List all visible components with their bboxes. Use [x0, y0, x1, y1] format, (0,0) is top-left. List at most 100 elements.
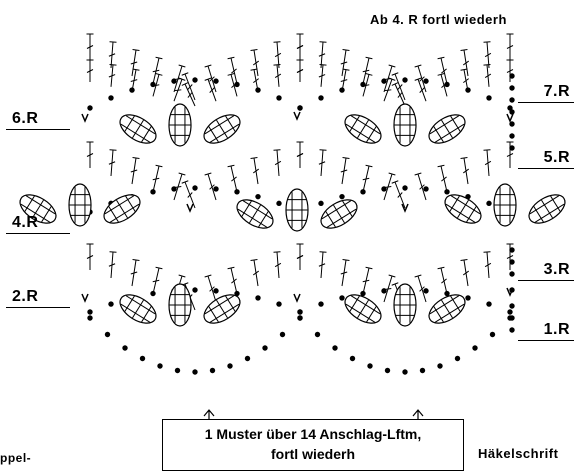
puff-stitch-symbol	[393, 283, 417, 327]
chain-dot	[486, 301, 492, 307]
chain-dot	[509, 97, 515, 103]
chain-dot	[339, 193, 345, 200]
double-crochet-symbol	[296, 33, 304, 60]
double-crochet-symbol	[273, 63, 282, 87]
chain-dot	[213, 186, 219, 192]
double-crochet-symbol	[506, 33, 514, 60]
double-crochet-symbol	[391, 72, 406, 101]
increase-symbol	[506, 287, 514, 297]
puff-stitch-symbol	[203, 114, 241, 144]
chain-dot	[255, 193, 261, 200]
chain-dot	[360, 81, 366, 88]
puff-stitch-symbol	[19, 194, 57, 224]
double-crochet-symbol	[483, 251, 492, 279]
row-label-5: 5.R	[518, 149, 574, 169]
chain-dot	[423, 78, 429, 84]
puff-stitch-symbol	[428, 294, 466, 324]
chain-dot	[171, 78, 177, 84]
double-crochet-symbol	[506, 59, 514, 82]
chain-dot	[339, 295, 345, 301]
increase-symbol	[81, 113, 89, 123]
chain-dot	[402, 185, 408, 191]
chain-dot	[444, 81, 450, 88]
chain-dot	[402, 369, 408, 375]
chain-dot	[318, 200, 324, 207]
double-crochet-symbol	[340, 258, 350, 287]
double-crochet-symbol	[250, 156, 260, 185]
chain-dot	[509, 85, 515, 91]
double-crochet-symbol	[460, 156, 470, 185]
chain-dot	[381, 288, 387, 294]
chain-dot	[255, 87, 261, 93]
double-crochet-symbol	[86, 33, 94, 60]
double-crochet-symbol	[318, 149, 327, 177]
double-crochet-symbol	[296, 243, 304, 270]
double-crochet-symbol	[383, 274, 396, 303]
chain-dot	[423, 186, 429, 192]
double-crochet-symbol	[296, 59, 304, 82]
chain-dot	[381, 78, 387, 84]
double-crochet-symbol	[227, 164, 238, 193]
double-crochet-symbol	[414, 77, 427, 102]
chain-dot	[509, 303, 515, 309]
double-crochet-symbol	[130, 258, 140, 287]
chain-dot	[332, 345, 338, 351]
double-crochet-symbol	[181, 82, 196, 107]
double-crochet-symbol	[204, 77, 217, 102]
row-label-6: 6.R	[6, 110, 70, 130]
double-crochet-symbol	[152, 266, 163, 295]
double-crochet-symbol	[391, 82, 406, 107]
chain-dot	[213, 288, 219, 294]
double-crochet-symbol	[108, 63, 117, 87]
puff-stitch-symbol	[119, 294, 157, 324]
row-label-1: 1.R	[518, 321, 574, 341]
chain-dot	[209, 367, 216, 374]
double-crochet-symbol	[318, 251, 327, 279]
row-label-4: 4.R	[6, 214, 70, 234]
chain-dot	[234, 189, 240, 195]
chain-dot	[381, 186, 387, 192]
chain-dot	[276, 301, 282, 307]
puff-stitch-symbol	[68, 183, 92, 227]
chain-dot	[465, 295, 471, 301]
puff-stitch-symbol	[344, 294, 382, 324]
double-crochet-symbol	[250, 258, 260, 287]
puff-stitch-symbol	[168, 103, 192, 147]
repeat-note: Ab 4. R fortl wiederh	[370, 12, 507, 27]
chain-dot	[150, 189, 156, 195]
pattern-repeat-line1: 1 Muster über 14 Anschlag-Lftm,	[204, 426, 422, 442]
chain-dot	[174, 367, 181, 374]
chain-dot	[227, 363, 233, 369]
puff-stitch-symbol	[320, 199, 358, 229]
double-crochet-symbol	[362, 164, 373, 193]
chain-dot	[509, 327, 515, 333]
chain-dot	[171, 186, 177, 192]
chain-dot	[150, 81, 156, 88]
double-crochet-symbol	[152, 56, 163, 85]
chain-dot	[509, 247, 515, 253]
chain-dot	[255, 295, 261, 301]
chain-dot	[157, 363, 163, 369]
chain-dot	[472, 345, 478, 351]
chain-dot	[129, 87, 135, 93]
increase-symbol	[293, 111, 301, 121]
double-crochet-symbol	[130, 156, 140, 185]
double-crochet-symbol	[86, 59, 94, 82]
double-crochet-symbol	[86, 243, 94, 270]
puff-stitch-symbol	[344, 114, 382, 144]
double-crochet-symbol	[340, 156, 350, 185]
chain-dot	[318, 301, 324, 307]
chain-dot	[213, 78, 219, 84]
puff-stitch-symbol	[285, 188, 309, 232]
double-crochet-symbol	[383, 172, 396, 201]
double-crochet-symbol	[383, 77, 396, 102]
chain-dot	[367, 363, 373, 369]
puff-stitch-symbol	[444, 194, 482, 224]
double-crochet-symbol	[437, 164, 448, 193]
puff-stitch-symbol	[168, 283, 192, 327]
chain-dot	[419, 367, 426, 374]
chain-dot	[360, 290, 366, 297]
chain-dot	[87, 309, 93, 315]
chain-dot	[509, 315, 515, 321]
